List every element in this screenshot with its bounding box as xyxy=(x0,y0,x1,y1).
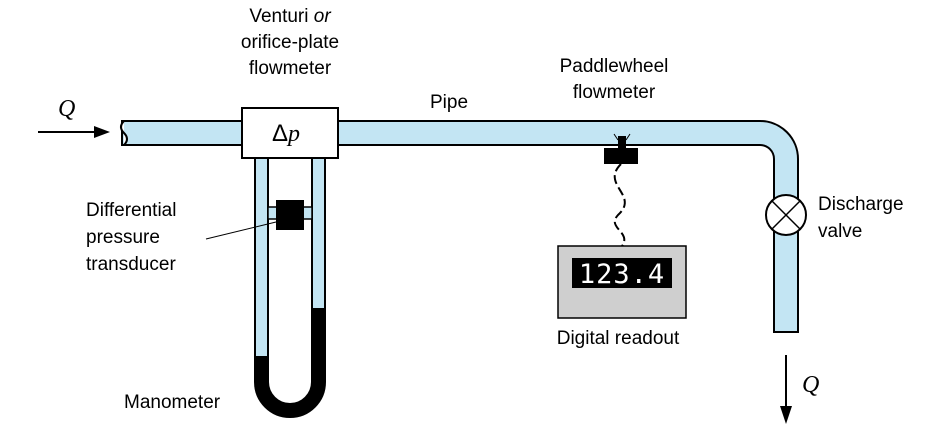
paddlewheel-label-line1: Paddlewheel xyxy=(560,56,669,77)
venturi-label-line1: Venturi or xyxy=(249,6,331,27)
flow-out-arrow xyxy=(780,355,792,424)
paddlewheel-label-line2: flowmeter xyxy=(573,82,656,103)
signal-wire xyxy=(613,163,626,247)
discharge-valve xyxy=(765,194,807,236)
venturi-label-word: Venturi xyxy=(249,6,308,27)
readout-value: 123.4 xyxy=(579,259,665,290)
pipe xyxy=(121,120,799,333)
manometer-fluid-left xyxy=(256,158,268,356)
manometer-liquid xyxy=(255,308,325,417)
delta-symbol: Δ xyxy=(272,120,288,147)
transducer-leader-line xyxy=(205,221,277,240)
venturi-label-or: or xyxy=(314,6,332,27)
flow-in-symbol: Q xyxy=(58,96,75,122)
venturi-label-line3: flowmeter xyxy=(249,58,332,79)
paddlewheel-flowmeter xyxy=(604,133,638,164)
transducer-label-line2: pressure xyxy=(86,227,160,248)
manometer-label: Manometer xyxy=(124,392,221,413)
discharge-valve-label-line1: Discharge xyxy=(818,194,904,215)
delta-p-label: Δp xyxy=(272,120,300,147)
pipe-broken-end xyxy=(120,120,128,146)
manometer-inner-wall xyxy=(267,158,313,405)
digital-readout-label: Digital readout xyxy=(557,328,680,349)
digital-readout-display xyxy=(572,258,672,288)
differential-pressure-transducer xyxy=(276,200,304,230)
venturi-flowmeter-box xyxy=(241,107,339,159)
transducer-label-line3: transducer xyxy=(86,254,176,275)
discharge-valve-label-line2: valve xyxy=(818,221,862,242)
p-symbol: p xyxy=(286,121,300,147)
flow-in-arrow xyxy=(38,126,110,138)
pipe-label: Pipe xyxy=(430,92,468,113)
manometer-fluid-right xyxy=(312,158,324,308)
transducer-label-line1: Differential xyxy=(86,200,176,221)
flow-out-symbol: Q xyxy=(802,372,819,398)
venturi-label-line2: orifice-plate xyxy=(241,32,339,53)
